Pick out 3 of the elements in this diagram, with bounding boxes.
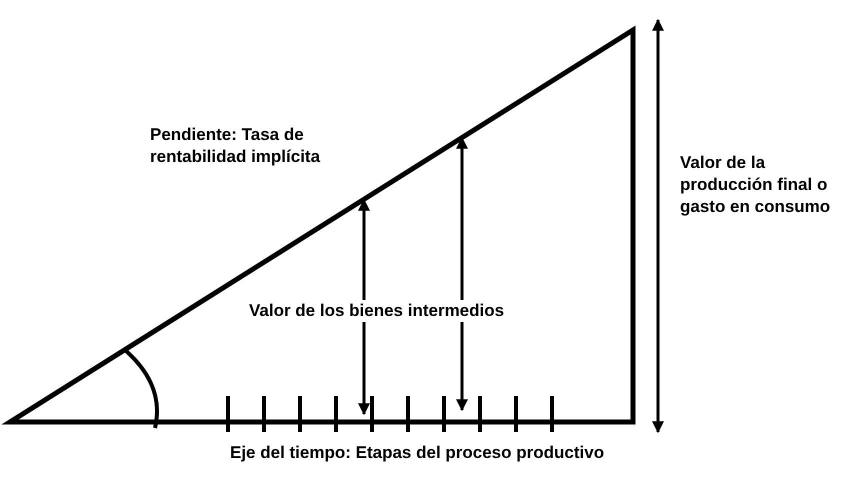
final-value-label: Valor de la producción final o gasto en consumo bbox=[680, 152, 832, 218]
slope-label: Pendiente: Tasa de rentabilidad implícita bbox=[150, 124, 322, 168]
time-axis-label: Eje del tiempo: Etapas del proceso productivo bbox=[230, 442, 604, 464]
